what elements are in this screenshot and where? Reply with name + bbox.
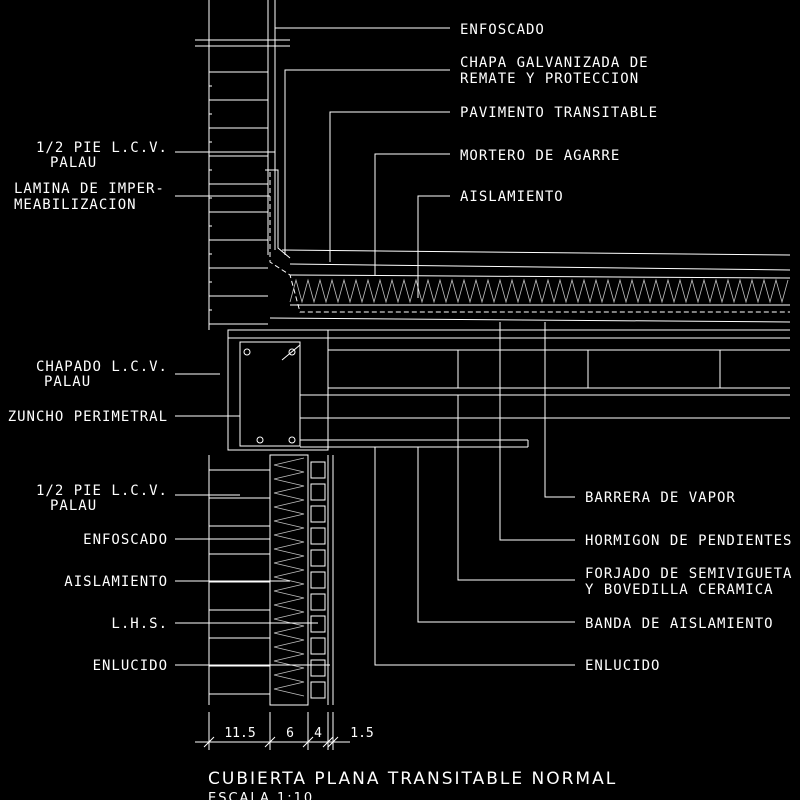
label-chapado-line2: PALAU <box>44 374 91 390</box>
label-pie-bot-line2: PALAU <box>50 498 97 514</box>
label-pie-bot-line1: 1/2 PIE L.C.V. <box>36 483 168 499</box>
slab-forjado <box>227 329 790 451</box>
label-hormigon: HORMIGON DE PENDIENTES <box>585 533 792 549</box>
label-pie-top-line2: PALAU <box>50 155 97 171</box>
label-enfoscado-top: ENFOSCADO <box>460 22 545 38</box>
label-mortero: MORTERO DE AGARRE <box>460 148 620 164</box>
roof-layers <box>228 274 791 339</box>
label-enlucido-right: ENLUCIDO <box>585 658 660 674</box>
label-lamina-line2: MEABILIZACION <box>14 197 137 213</box>
dimension-value-1-5: 1.5 <box>350 726 373 741</box>
label-pavimento: PAVIMENTO TRANSITABLE <box>460 105 658 121</box>
dimension-value-4: 4 <box>314 726 322 741</box>
label-aislamiento-bot: AISLAMIENTO <box>64 574 168 590</box>
label-lhs: L.H.S. <box>111 616 168 632</box>
label-zuncho: ZUNCHO PERIMETRAL <box>8 409 168 425</box>
label-chapado-line1: CHAPADO L.C.V. <box>36 359 168 375</box>
label-enfoscado-bot: ENFOSCADO <box>83 532 168 548</box>
dimension-value-11-5: 11.5 <box>224 726 255 741</box>
label-chapa-line2: REMATE Y PROTECCION <box>460 71 639 87</box>
label-forjado-line2: Y BOVEDILLA CERAMICA <box>585 582 774 598</box>
label-aislamiento-top: AISLAMIENTO <box>460 189 564 205</box>
label-chapa-line1: CHAPA GALVANIZADA DE <box>460 55 649 71</box>
brick-wall <box>195 0 290 705</box>
dimension-line <box>195 712 350 750</box>
drawing-title: CUBIERTA PLANA TRANSITABLE NORMAL <box>208 769 617 789</box>
leader-lines <box>175 25 575 666</box>
label-banda: BANDA DE AISLAMIENTO <box>585 616 774 632</box>
drawing-scale: ESCALA 1:10 <box>208 791 314 800</box>
label-pie-top-line1: 1/2 PIE L.C.V. <box>36 140 168 156</box>
label-enlucido-left: ENLUCIDO <box>93 658 168 674</box>
label-forjado-line1: FORJADO DE SEMIVIGUETA <box>585 566 792 582</box>
lower-wall <box>269 454 334 706</box>
label-lamina-line1: LAMINA DE IMPER- <box>14 181 165 197</box>
label-barrera: BARRERA DE VAPOR <box>585 490 736 506</box>
dimension-value-6: 6 <box>286 726 294 741</box>
